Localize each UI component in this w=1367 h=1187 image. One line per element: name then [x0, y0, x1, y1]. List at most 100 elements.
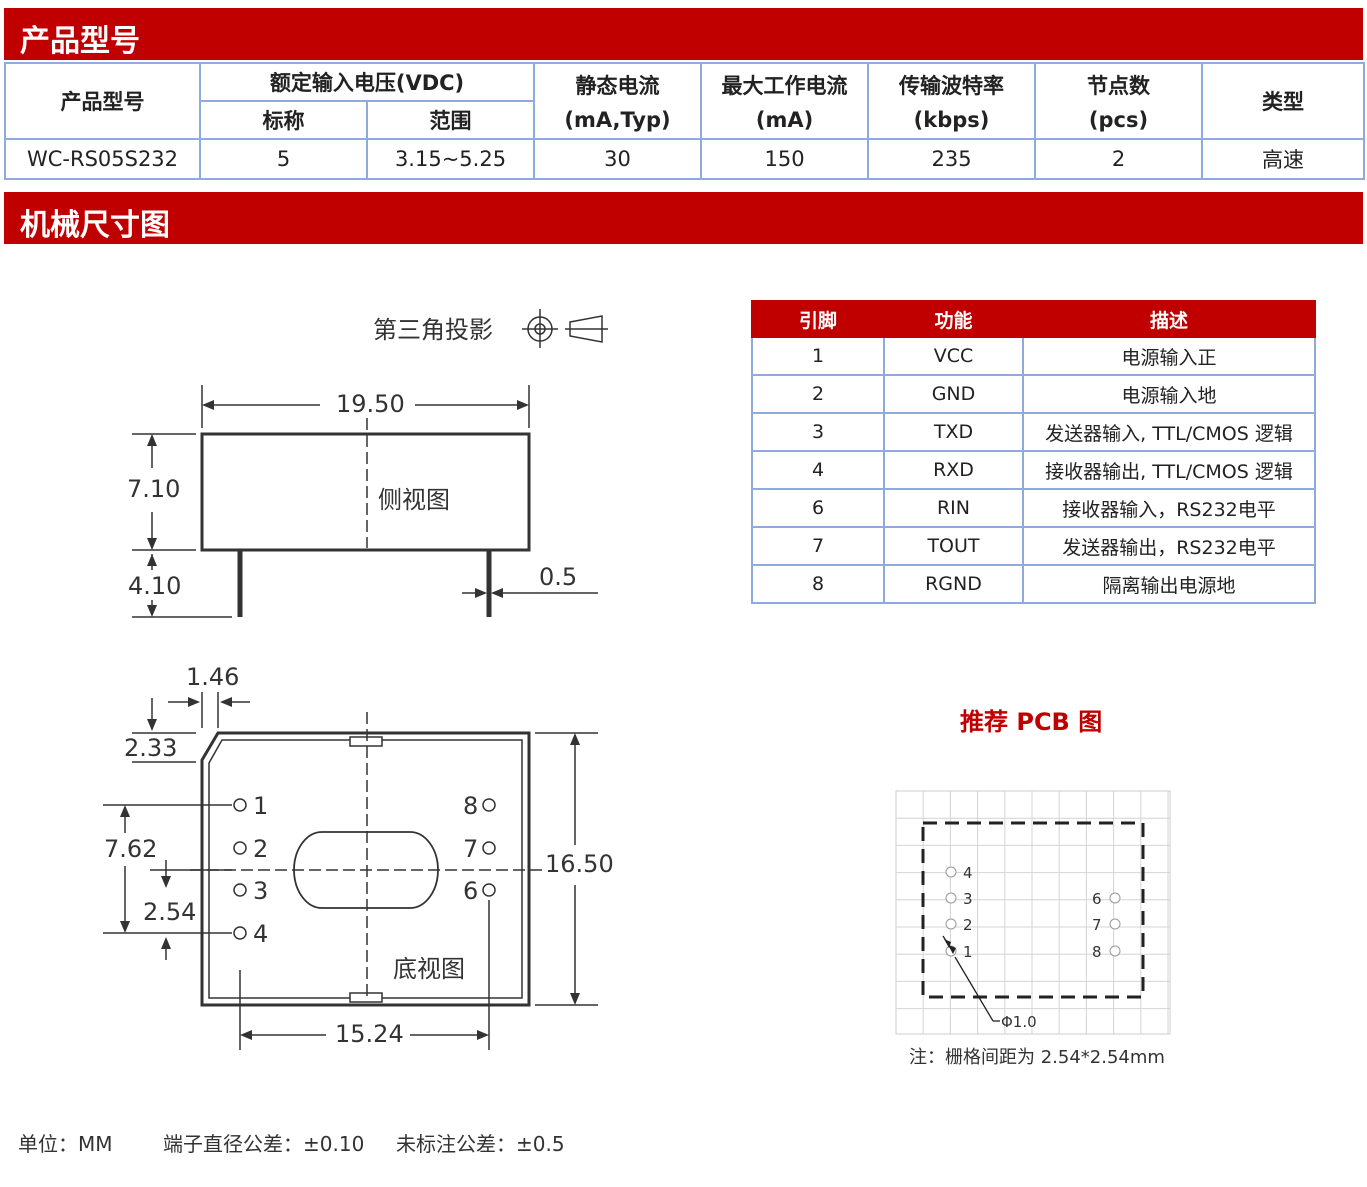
pin-label: 4 [253, 920, 268, 948]
pin-function: VCC [883, 336, 1024, 376]
header-quiescent: 静态电流 (mA,Typ) [533, 62, 703, 140]
pin-description: 接收器输出, TTL/CMOS 逻辑 [1022, 450, 1316, 490]
pcb-grid [895, 790, 1171, 1035]
dim-width: 19.50 [336, 390, 405, 418]
pin-number: 6 [751, 488, 885, 528]
pcb-pin-label: 8 [1092, 943, 1102, 961]
pin-label: 6 [463, 877, 478, 905]
third-angle-projection-icon [522, 309, 608, 348]
dim-1-46: 1.46 [186, 663, 239, 691]
bottom-view-label: 底视图 [393, 955, 465, 983]
dimension-section-bar: 机械尺寸图 [4, 192, 1363, 244]
pcb-pin-label: 2 [963, 916, 973, 934]
pcb-hole-label: Φ1.0 [1001, 1013, 1037, 1031]
cell-model: WC-RS05S232 [4, 138, 201, 180]
pin-description: 发送器输入, TTL/CMOS 逻辑 [1022, 412, 1316, 452]
side-view-body [200, 432, 531, 552]
pin-number: 4 [751, 450, 885, 490]
header-quiescent-line1: 静态电流 [575, 74, 660, 98]
pcb-pin-label: 3 [963, 890, 973, 908]
pin-number: 8 [751, 564, 885, 604]
header-type: 类型 [1201, 62, 1366, 140]
header-nodes: 节点数 (pcs) [1034, 62, 1204, 140]
pin-description: 隔离输出电源地 [1022, 564, 1316, 604]
dimension-section-title: 机械尺寸图 [20, 208, 170, 243]
header-quiescent-line2: (mA,Typ) [564, 108, 671, 132]
dim-2-54: 2.54 [143, 898, 196, 926]
unit-note: 单位：MM [18, 1132, 113, 1156]
pin-label: 1 [253, 792, 268, 820]
header-nominal: 标称 [199, 100, 368, 140]
pin-number: 7 [751, 526, 885, 566]
pcb-title: 推荐 PCB 图 [960, 708, 1103, 736]
general-tolerance-note: 未标注公差：±0.5 [396, 1132, 565, 1156]
cell-quiescent: 30 [533, 138, 703, 180]
pin-header-description: 描述 [1022, 300, 1316, 338]
pin-function: RGND [883, 564, 1024, 604]
pin-description: 电源输入地 [1022, 374, 1316, 414]
header-baud-line2: (kbps) [913, 108, 990, 132]
pin-label: 3 [253, 877, 268, 905]
header-range: 范围 [365, 100, 536, 140]
header-baud: 传输波特率 (kbps) [867, 62, 1037, 140]
header-nodes-line1: 节点数 [1087, 74, 1151, 98]
cell-nominal: 5 [199, 138, 368, 180]
pin-function: TOUT [883, 526, 1024, 566]
cell-maxcur: 150 [700, 138, 870, 180]
header-model: 产品型号 [4, 62, 201, 140]
header-max-current: 最大工作电流 (mA) [700, 62, 870, 140]
header-rated-voltage: 额定输入电压(VDC) [198, 62, 536, 102]
pin-number: 1 [751, 336, 885, 376]
pcb-pin-label: 1 [963, 943, 973, 961]
pin-number: 2 [751, 374, 885, 414]
model-section-bar: 产品型号 [4, 8, 1363, 60]
header-maxcur-line2: (mA) [755, 108, 814, 132]
cell-nodes: 2 [1034, 138, 1204, 180]
pin-description: 电源输入正 [1022, 336, 1316, 376]
cell-type: 高速 [1201, 138, 1366, 180]
pcb-pin-label: 7 [1092, 916, 1102, 934]
cell-range: 3.15~5.25 [365, 138, 536, 180]
pin-label: 2 [253, 835, 268, 863]
dim-height: 7.10 [127, 475, 180, 503]
pin-label: 7 [463, 835, 478, 863]
pin-function: GND [883, 374, 1024, 414]
pcb-note: 注：栅格间距为 2.54*2.54mm [909, 1047, 1165, 1068]
dim-pin-width: 0.5 [539, 563, 577, 591]
dim-2-33: 2.33 [124, 734, 177, 762]
dim-7-62: 7.62 [104, 835, 157, 863]
model-section-title: 产品型号 [20, 24, 140, 59]
pin-header-function: 功能 [883, 300, 1024, 338]
pin-description: 发送器输出，RS232电平 [1022, 526, 1316, 566]
pin-function: RXD [883, 450, 1024, 490]
pin-description: 接收器输入，RS232电平 [1022, 488, 1316, 528]
cell-baud: 235 [867, 138, 1037, 180]
side-view-label: 侧视图 [378, 486, 450, 514]
dim-15-24: 15.24 [335, 1020, 404, 1048]
spec-table: 产品型号 额定输入电压(VDC) 静态电流 (mA,Typ) 最大工作电流 (m… [4, 62, 1366, 180]
pin-function: TXD [883, 412, 1024, 452]
pin-number: 3 [751, 412, 885, 452]
bottom-view-body [200, 731, 531, 1007]
spec-row: WC-RS05S232 5 3.15~5.25 30 150 235 2 高速 [4, 138, 1366, 180]
pcb-pin-label: 4 [963, 864, 973, 882]
pcb-pin-label: 6 [1092, 890, 1102, 908]
pin-function: RIN [883, 488, 1024, 528]
dim-pin-length: 4.10 [128, 572, 181, 600]
projection-label: 第三角投影 [373, 316, 493, 344]
pin-tolerance-note: 端子直径公差：±0.10 [163, 1132, 365, 1156]
header-nodes-line2: (pcs) [1088, 108, 1149, 132]
dim-16-50: 16.50 [545, 850, 614, 878]
pin-header-pin: 引脚 [751, 300, 885, 338]
pin-label: 8 [463, 792, 478, 820]
header-maxcur-line1: 最大工作电流 [721, 74, 848, 98]
